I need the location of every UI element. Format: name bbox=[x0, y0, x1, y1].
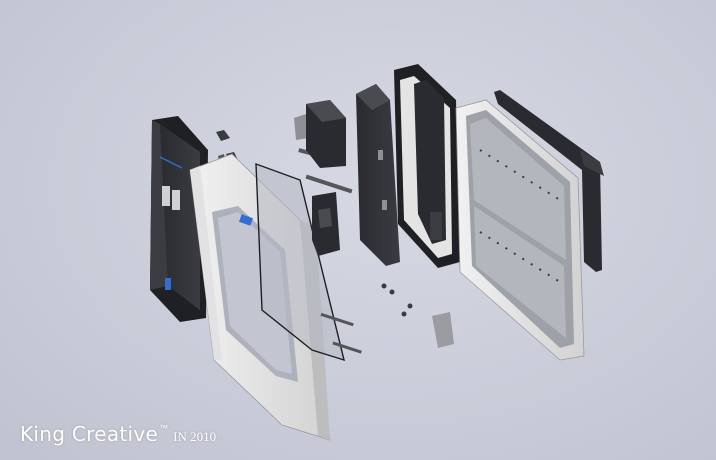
watermark: King Creative™ IN 2010 bbox=[20, 422, 216, 446]
watermark-year: IN 2010 bbox=[173, 429, 217, 444]
inner-plate bbox=[356, 84, 400, 266]
cabinet-body bbox=[394, 64, 460, 268]
watermark-brand: King Creative bbox=[20, 422, 159, 446]
lock-module bbox=[306, 100, 346, 256]
screws bbox=[381, 283, 413, 317]
small-hinge bbox=[432, 312, 454, 348]
wall-bracket bbox=[494, 90, 604, 272]
glass-pane bbox=[255, 162, 345, 362]
watermark-trademark: ™ bbox=[159, 423, 169, 433]
key-tray bbox=[455, 99, 585, 361]
